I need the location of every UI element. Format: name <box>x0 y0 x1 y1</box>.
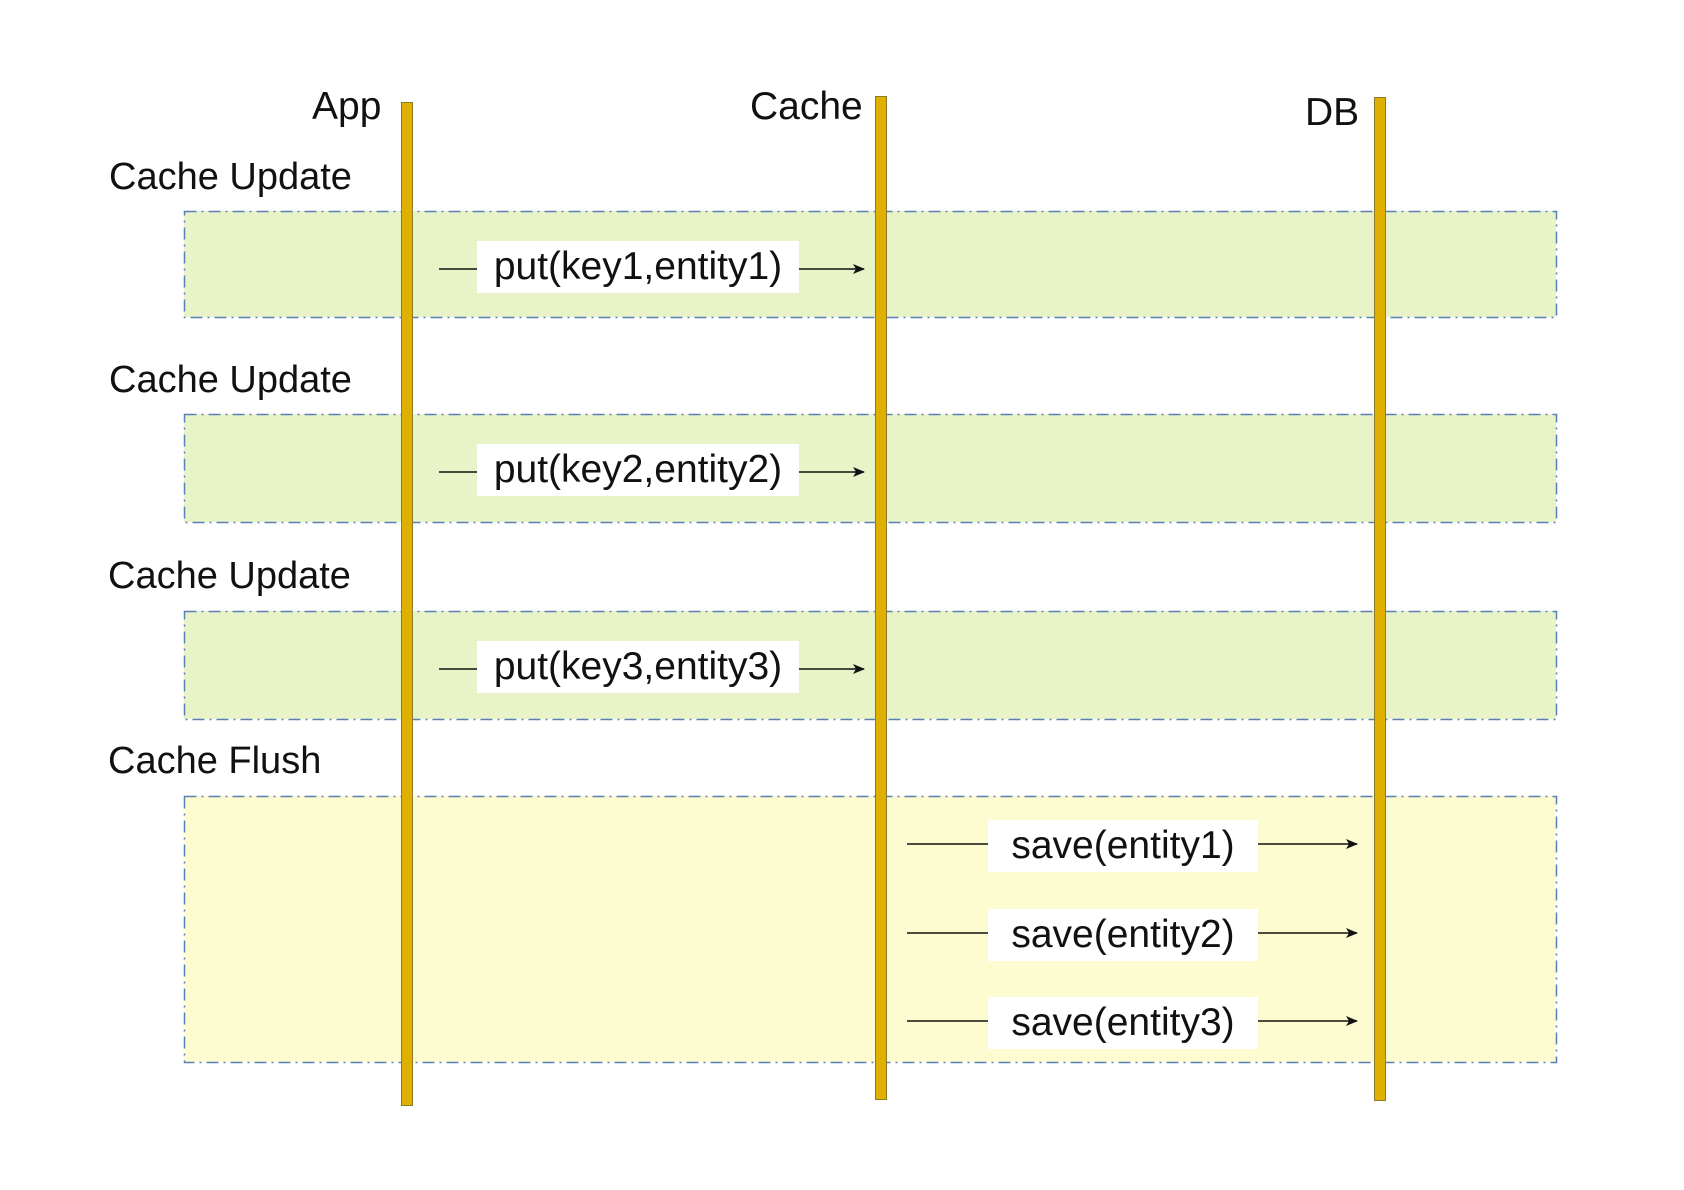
participant-db-label: DB <box>1305 91 1360 134</box>
message-label-put-3: put(key3,entity3) <box>477 641 799 693</box>
group-border-update-2 <box>183 413 1558 524</box>
lifeline-cache <box>875 96 887 1100</box>
group-label-flush: Cache Flush <box>108 740 322 782</box>
message-label-save-1: save(entity1) <box>988 820 1258 872</box>
lifeline-app <box>401 102 413 1106</box>
message-label-save-2: save(entity2) <box>988 909 1258 961</box>
group-label-update-3: Cache Update <box>108 555 351 597</box>
group-border-update-3 <box>183 610 1558 721</box>
participant-cache-label: Cache <box>750 85 863 128</box>
group-border-flush <box>183 795 1558 1064</box>
message-label-put-1: put(key1,entity1) <box>477 241 799 293</box>
group-label-update-2: Cache Update <box>109 359 352 401</box>
group-border-update-1 <box>183 210 1558 319</box>
group-label-update-1: Cache Update <box>109 156 352 198</box>
message-label-save-3: save(entity3) <box>988 997 1258 1049</box>
participant-app-label: App <box>312 85 382 128</box>
lifeline-db <box>1374 97 1386 1101</box>
message-label-put-2: put(key2,entity2) <box>477 444 799 496</box>
